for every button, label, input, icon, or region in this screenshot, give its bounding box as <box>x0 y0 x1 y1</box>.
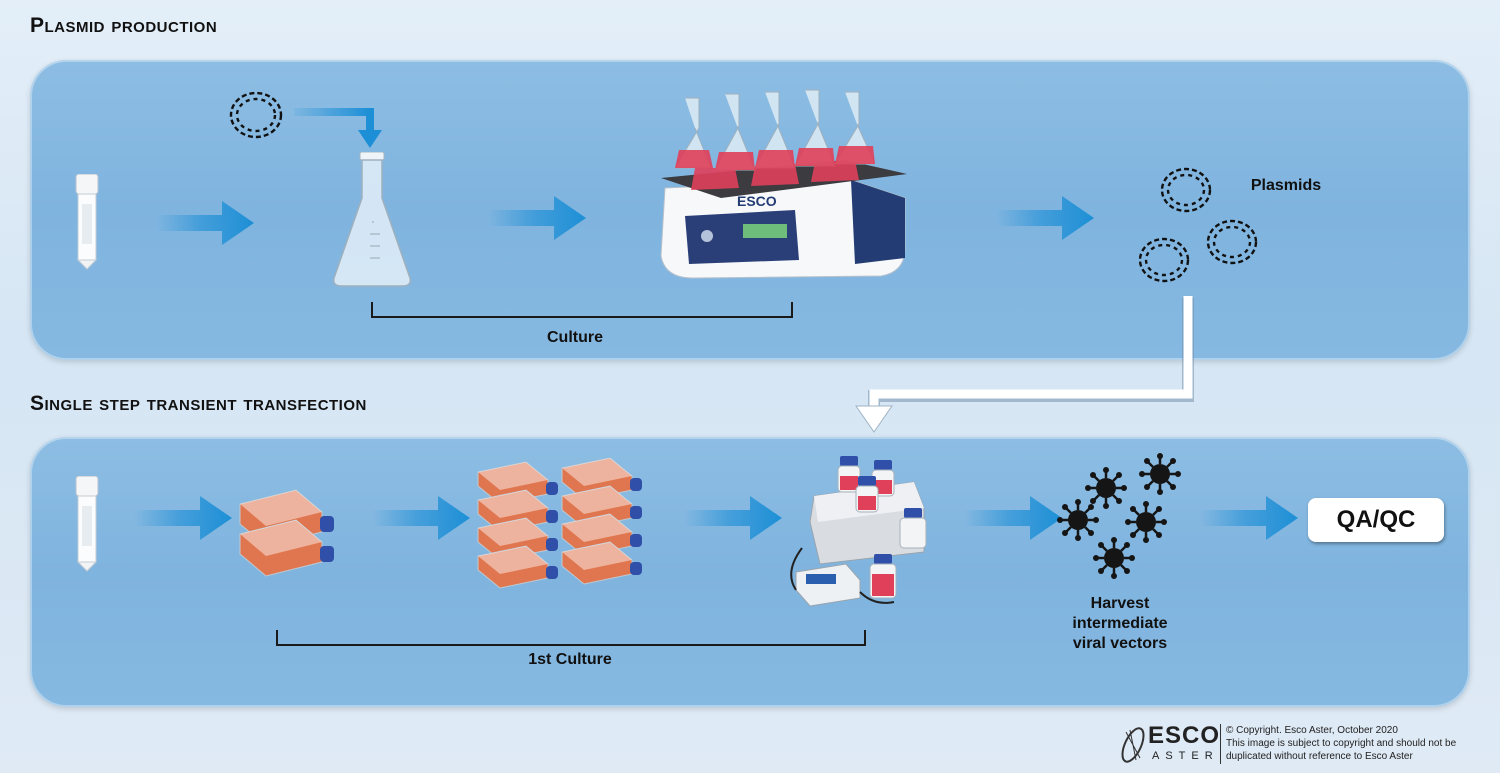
qa-qc-box: QA/QC <box>1308 498 1444 542</box>
flow-arrow-icon <box>488 196 586 240</box>
flow-arrow-icon <box>964 496 1062 540</box>
plasmid-group-icon <box>1138 167 1258 283</box>
plasmids-label: Plasmids <box>1250 177 1322 194</box>
brand-name: ESCO <box>1148 722 1221 749</box>
flow-arrow-icon <box>996 196 1094 240</box>
esco-aster-logo-icon <box>1121 727 1145 763</box>
first-culture-label: 1st Culture <box>528 651 612 668</box>
copyright-line-3: duplicated without reference to Esco Ast… <box>1226 751 1413 762</box>
connector-arrow-icon <box>855 296 1194 433</box>
flow-arrow-icon <box>684 496 782 540</box>
culture-bracket <box>371 302 793 318</box>
dna-ring-icon <box>1206 219 1258 265</box>
dna-ring-icon <box>229 91 283 139</box>
copyright-line-2: This image is subject to copyright and s… <box>1226 738 1457 749</box>
dna-ring-icon <box>1138 237 1190 283</box>
brand-sub: ASTER <box>1152 750 1219 762</box>
flow-arrow-icon <box>1200 496 1298 540</box>
harvest-label: Harvest intermediate viral vectors <box>1072 595 1168 652</box>
cell-culture-flask-icon <box>239 489 334 577</box>
bioreactor-icon <box>790 456 927 607</box>
flow-arrow-icon <box>372 496 470 540</box>
culture-label: Culture <box>547 329 603 346</box>
shaker-brand-label: ESCO <box>737 193 777 209</box>
vial-icon <box>75 476 99 572</box>
flow-arrow-icon <box>134 496 232 540</box>
dna-ring-icon <box>1160 167 1212 213</box>
copyright-text: © Copyright. Esco Aster, October 2020 Th… <box>1226 724 1456 763</box>
copyright-line-1: © Copyright. Esco Aster, October 2020 <box>1226 725 1398 736</box>
orbital-shaker-icon: ESCO <box>660 89 907 279</box>
flow-arrow-icon <box>294 108 382 148</box>
plasmid-production-title: Plasmid production <box>30 14 218 37</box>
flow-arrow-icon <box>156 201 254 245</box>
cell-culture-flask-stack-icon <box>477 458 643 589</box>
transfection-title: Single step transient transfection <box>30 392 367 415</box>
virus-group-icon <box>1055 452 1183 581</box>
vial-icon <box>75 174 99 270</box>
footer: ESCO ASTER © Copyright. Esco Aster, Octo… <box>1118 722 1488 770</box>
erlenmeyer-flask-icon <box>332 152 412 287</box>
first-culture-bracket <box>276 630 866 646</box>
